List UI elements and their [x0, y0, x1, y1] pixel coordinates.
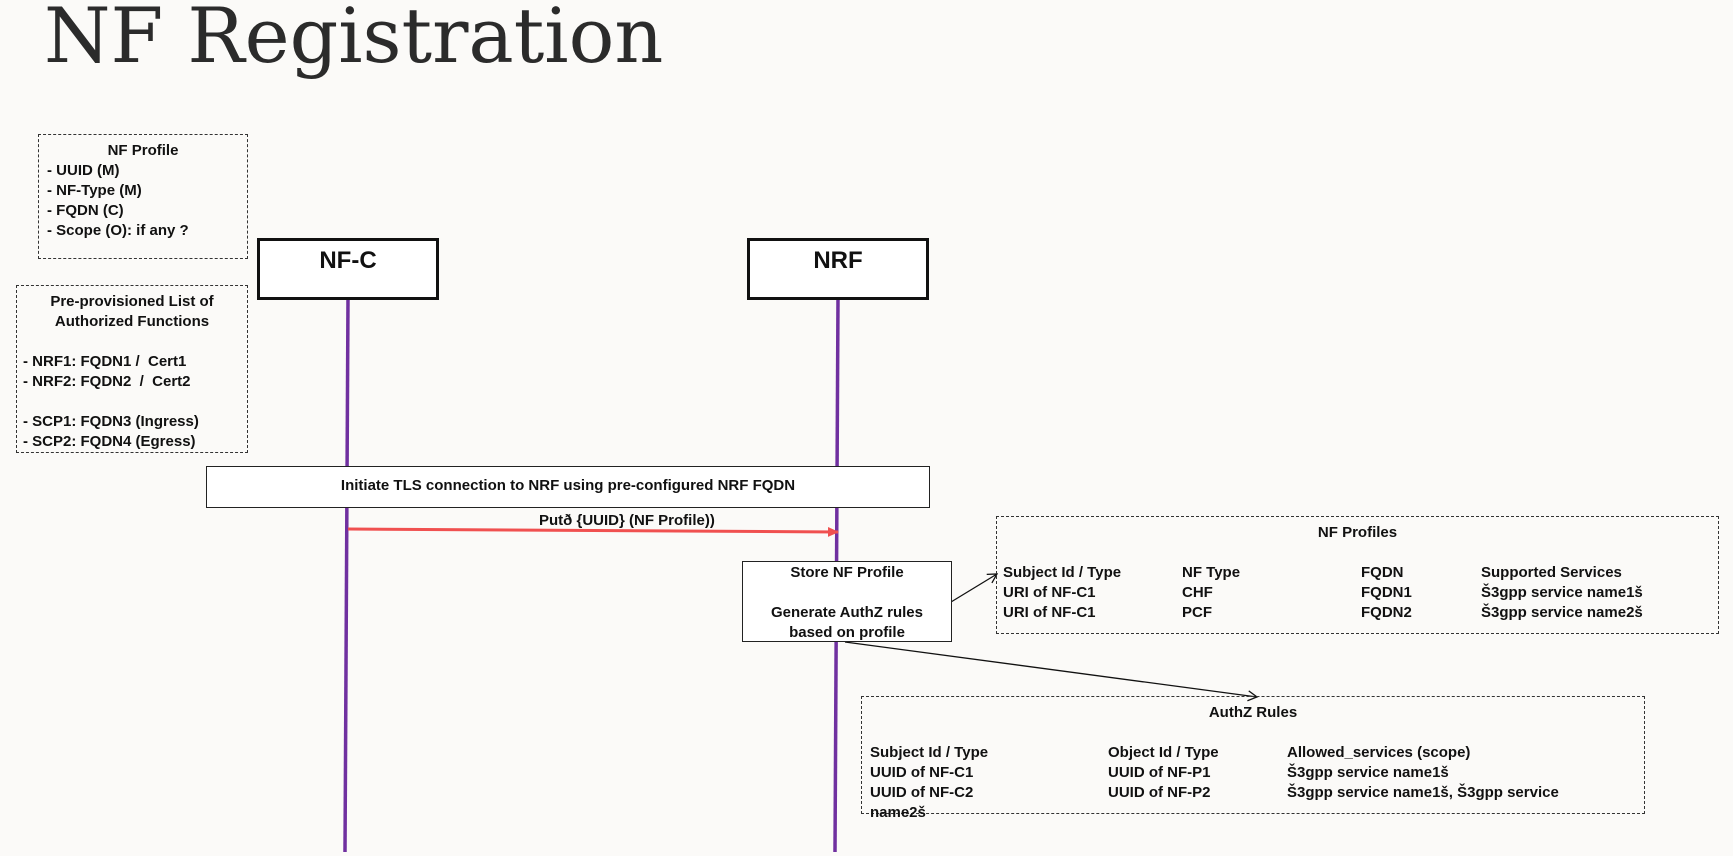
put-message-label: Putð {UUID} (NF Profile)): [539, 512, 715, 529]
table-cell: FQDN1: [1361, 584, 1412, 601]
tls-step-label: Initiate TLS connection to NRF using pre…: [340, 477, 796, 494]
table-row: UUID of NF-C1 UUID of NF-P1 Š3gpp servic…: [870, 763, 1559, 783]
spacer: [1003, 543, 1718, 563]
generate-rules-label: based on profile: [789, 624, 905, 641]
tls-step-box: Initiate TLS connection to NRF using pre…: [206, 466, 930, 508]
table-header: Subject Id / Type: [1003, 564, 1122, 581]
table-cell: Š3gpp service name1š, Š3gpp service: [1287, 784, 1559, 801]
nf-profiles-table-box: NF Profiles Subject Id / Type NF Type FQ…: [996, 516, 1719, 634]
nf-profiles-title: NF Profiles: [1317, 524, 1398, 541]
provisioned-note-title: Pre-provisioned List of: [50, 293, 214, 310]
nf-profile-item: - Scope (O): if any ?: [47, 222, 189, 239]
page-title: NF Registration: [44, 0, 664, 80]
table-header-row: Subject Id / Type NF Type FQDN Supported…: [1003, 563, 1643, 583]
nf-profile-item: - NF-Type (M): [47, 182, 142, 199]
spacer: [23, 332, 247, 352]
spacer: [870, 723, 1644, 743]
table-header: Object Id / Type: [1108, 744, 1219, 761]
table-header: FQDN: [1361, 564, 1404, 581]
table-cell: FQDN2: [1361, 604, 1412, 621]
table-cell: Š3gpp service name1š: [1481, 584, 1643, 601]
table-header: Supported Services: [1481, 564, 1622, 581]
table-header: Subject Id / Type: [870, 744, 989, 761]
generate-rules-label: Generate AuthZ rules: [771, 604, 923, 621]
store-profile-box: Store NF Profile Generate AuthZ rules ba…: [742, 561, 952, 642]
table-cell: UUID of NF-C1: [870, 764, 974, 781]
nfc-lifeline: [343, 297, 350, 853]
table-cell: URI of NF-C1: [1003, 604, 1096, 621]
nf-profiles-table: Subject Id / Type NF Type FQDN Supported…: [1003, 563, 1643, 623]
store-to-profiles-connector: [950, 573, 999, 603]
spacer: [743, 583, 951, 603]
table-cell: Š3gpp service name2š: [1481, 604, 1643, 621]
table-header: Allowed_services (scope): [1287, 744, 1471, 761]
authz-rules-table: Subject Id / Type Object Id / Type Allow…: [870, 743, 1559, 803]
provisioned-item: - SCP1: FQDN3 (Ingress): [23, 413, 199, 430]
nf-profile-note: NF Profile - UUID (M) - NF-Type (M) - FQ…: [38, 134, 248, 259]
table-header: NF Type: [1182, 564, 1241, 581]
table-row: UUID of NF-C2 UUID of NF-P2 Š3gpp servic…: [870, 783, 1559, 803]
authz-overflow-text: name2š: [870, 804, 926, 821]
provisioned-item: - SCP2: FQDN4 (Egress): [23, 433, 196, 450]
table-cell: PCF: [1182, 604, 1212, 621]
store-to-authz-connector: [844, 641, 1259, 702]
nfc-entity-box: NF-C: [257, 238, 439, 300]
provisioned-functions-note: Pre-provisioned List of Authorized Funct…: [16, 285, 248, 453]
table-row: URI of NF-C1 PCF FQDN2 Š3gpp service nam…: [1003, 603, 1643, 623]
table-row: URI of NF-C1 CHF FQDN1 Š3gpp service nam…: [1003, 583, 1643, 603]
provisioned-item: - NRF2: FQDN2 / Cert2: [23, 373, 191, 390]
nf-profile-note-title: NF Profile: [107, 142, 179, 159]
store-profile-label: Store NF Profile: [790, 564, 904, 581]
spacer: [23, 392, 247, 412]
provisioned-item: - NRF1: FQDN1 / Cert1: [23, 353, 187, 370]
table-cell: UUID of NF-C2: [870, 784, 974, 801]
table-cell: Š3gpp service name1š: [1287, 764, 1449, 781]
authz-rules-title: AuthZ Rules: [1208, 704, 1298, 721]
table-cell: UUID of NF-P2: [1108, 784, 1211, 801]
table-cell: URI of NF-C1: [1003, 584, 1096, 601]
table-header-row: Subject Id / Type Object Id / Type Allow…: [870, 743, 1559, 763]
nf-profile-item: - FQDN (C): [47, 202, 124, 219]
nf-profile-item: - UUID (M): [47, 162, 120, 179]
put-message-arrow: [347, 526, 839, 537]
table-cell: UUID of NF-P1: [1108, 764, 1211, 781]
nrf-entity-box: NRF: [747, 238, 929, 300]
table-cell: CHF: [1182, 584, 1213, 601]
provisioned-note-title: Authorized Functions: [54, 313, 210, 330]
authz-rules-table-box: AuthZ Rules Subject Id / Type Object Id …: [861, 696, 1645, 821]
